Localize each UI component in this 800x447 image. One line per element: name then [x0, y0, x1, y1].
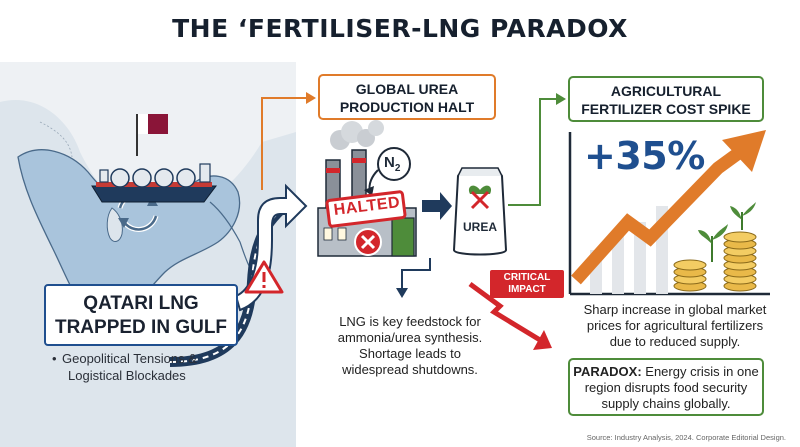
bullet-dot: • [52, 351, 57, 366]
bullet-line2: Logistical Blockades [68, 368, 186, 383]
halted-banner [325, 190, 407, 228]
page-title: THE ‘FERTILISER-LNG PARADOX [172, 14, 628, 43]
qatari-bullet: • Geopolitical Tensions & Logistical Blo… [52, 350, 260, 384]
cost-percent: +35% [584, 134, 705, 178]
n2-main: N [384, 154, 395, 171]
price-description: Sharp increase in global market prices f… [560, 302, 790, 350]
cost-heading-line2: FERTILIZER COST SPIKE [581, 101, 751, 117]
qatar-flag-icon [136, 114, 168, 156]
critical-line2: IMPACT [508, 284, 546, 295]
lng-feedstock-description: LNG is key feedstock for ammonia/urea sy… [300, 314, 520, 378]
qatari-lng-heading: QATARI LNG TRAPPED IN GULF [44, 284, 238, 346]
cross-icon [354, 228, 382, 256]
lng-tanker-icon [91, 163, 217, 203]
urea-bag-label: UREA [462, 220, 497, 234]
seedling-icon [698, 202, 756, 262]
cost-heading-line1: AGRICULTURAL [610, 83, 722, 99]
urea-heading-line2: PRODUCTION HALT [339, 99, 475, 115]
coin-stack-icon [673, 231, 757, 292]
critical-impact-badge: CRITICAL IMPACT [490, 270, 564, 298]
lng-desc-line2: ammonia/urea synthesis. [337, 330, 483, 345]
paradox-label: PARADOX: [573, 364, 642, 379]
paradox-line3: supply chains globally. [601, 396, 731, 411]
paradox-box: PARADOX: Energy crisis in one region dis… [568, 358, 764, 416]
price-desc-line3: due to reduced supply. [609, 334, 741, 349]
qatari-heading-line1: QATARI LNG [83, 293, 199, 314]
critical-line1: CRITICAL [503, 272, 551, 283]
rising-arrow-icon [571, 130, 766, 285]
lng-desc-line4: widespread shutdowns. [342, 362, 478, 377]
price-desc-line2: prices for agricultural fertilizers [586, 318, 764, 333]
paradox-line2: region disrupts food security [584, 380, 748, 395]
bullet-line1: Geopolitical Tensions & [62, 351, 197, 366]
urea-heading-line1: GLOBAL UREA [355, 81, 459, 97]
paradox-line1-text: Energy crisis in one [641, 364, 759, 379]
urea-halt-heading: GLOBAL UREA PRODUCTION HALT [318, 74, 496, 120]
n2-sub: 2 [394, 163, 401, 174]
price-desc-line1: Sharp increase in global market [583, 302, 767, 317]
n2-label: N2 [384, 154, 400, 174]
paradox-line1: PARADOX: Energy crisis in one [570, 364, 762, 380]
lng-desc-line3: Shortage leads to [359, 346, 461, 361]
source-note: Source: Industry Analysis, 2024. Corpora… [586, 433, 786, 442]
gulf-map [0, 100, 296, 447]
qatari-heading-line2: TRAPPED IN GULF [54, 317, 228, 338]
nitrogen-molecule-icon [364, 147, 411, 196]
fertilizer-cost-heading: AGRICULTURAL FERTILIZER COST SPIKE [568, 76, 764, 122]
lng-desc-line1: LNG is key feedstock for [339, 314, 481, 329]
